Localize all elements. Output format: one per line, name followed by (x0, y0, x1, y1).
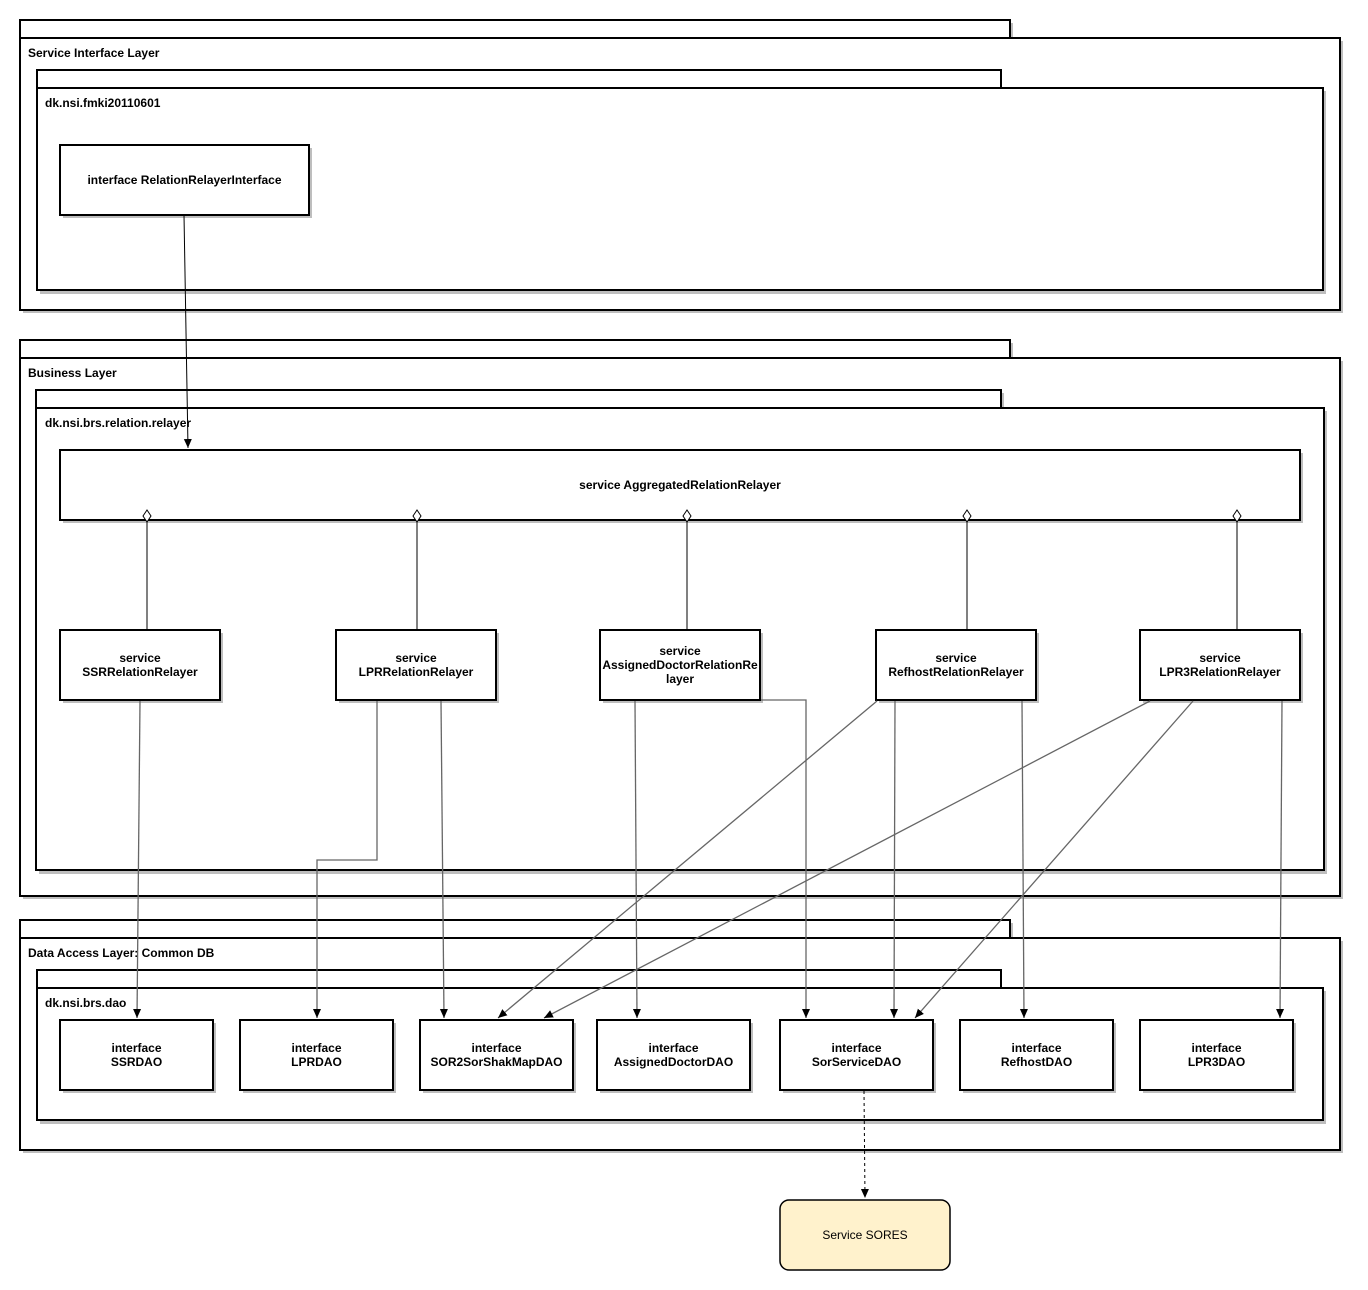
data-access-layer-label: Data Access Layer: Common DB (28, 946, 215, 960)
service-interface-layer-label: Service Interface Layer (28, 46, 160, 60)
node-label-line: SOR2SorShakMapDAO (430, 1055, 562, 1069)
node-label-line: interface (471, 1041, 521, 1055)
edge-lpr3-to-lpr3dao (1276, 700, 1285, 1019)
node-label-line: AssignedDoctorDAO (614, 1055, 733, 1069)
edge-lpr3-to-sor2sorshakmapdao (543, 700, 1151, 1019)
node-label-line: interface (111, 1041, 161, 1055)
node-label-line: RefhostRelationRelayer (888, 665, 1024, 679)
node-label-line: interface (1191, 1041, 1241, 1055)
node-service-sores: Service SORES (779, 1199, 951, 1271)
nodes: interface RelationRelayerInterface servic… (59, 144, 1303, 1271)
edge-refhost-to-sor2sorshakmapdao (497, 700, 878, 1019)
node-label-line: Service SORES (822, 1228, 907, 1242)
package-dao-label: dk.nsi.brs.dao (45, 996, 126, 1010)
node-relation-relayer-interface: interface RelationRelayerInterface (59, 144, 312, 218)
node-label-line: LPR3RelationRelayer (1159, 665, 1281, 679)
node-label-line: service (659, 644, 701, 658)
node-label-line: LPRRelationRelayer (359, 665, 474, 679)
edge-assigned-doctor-to-sorservicedao (761, 699, 810, 1018)
node-label-line: LPR3DAO (1188, 1055, 1245, 1069)
node-label-line: interface (1011, 1041, 1061, 1055)
edge-lpr-to-lprdao (313, 701, 378, 1018)
node-label-line: interface (291, 1041, 341, 1055)
node-label-line: service AggregatedRelationRelayer (579, 478, 781, 492)
node-label-line: interface RelationRelayerInterface (87, 173, 281, 187)
node-aggregated-relayer: service AggregatedRelationRelayer (59, 449, 1303, 523)
edge-lpr3-to-sorservicedao (914, 700, 1194, 1019)
node-label-line: RefhostDAO (1001, 1055, 1072, 1069)
business-layer: Business Layer dk.nsi.brs.relation.relay… (19, 339, 1343, 899)
edge-ssr-to-ssrdao (133, 700, 142, 1019)
edge-interface-to-aggregated (183, 214, 192, 449)
node-label-line: SorServiceDAO (812, 1055, 901, 1069)
node-label-line: service (1199, 651, 1241, 665)
node-label-line: service (935, 651, 977, 665)
node-label-line: service (395, 651, 437, 665)
node-label-line: AssignedDoctorRelationRe (602, 658, 758, 672)
business-layer-label: Business Layer (28, 366, 117, 380)
edge-assigned-doctor-to-dao (632, 700, 641, 1019)
node-label-line: LPRDAO (291, 1055, 342, 1069)
package-fmki-label: dk.nsi.fmki20110601 (45, 96, 161, 110)
node-label-line: interface (648, 1041, 698, 1055)
node-label-line: service (119, 651, 161, 665)
edge-lpr-to-sor2sorshakmapdao (439, 700, 448, 1019)
node-label-line: SSRRelationRelayer (82, 665, 198, 679)
node-label-line: SSRDAO (111, 1055, 162, 1069)
edge-refhost-to-sorservicedao (890, 700, 899, 1019)
node-label-line: interface (831, 1041, 881, 1055)
edges (133, 214, 1285, 1199)
package-relation-relayer-label: dk.nsi.brs.relation.relayer (45, 416, 191, 430)
edge-refhost-to-refhostdao (1019, 700, 1028, 1019)
node-label-line: layer (666, 672, 694, 686)
